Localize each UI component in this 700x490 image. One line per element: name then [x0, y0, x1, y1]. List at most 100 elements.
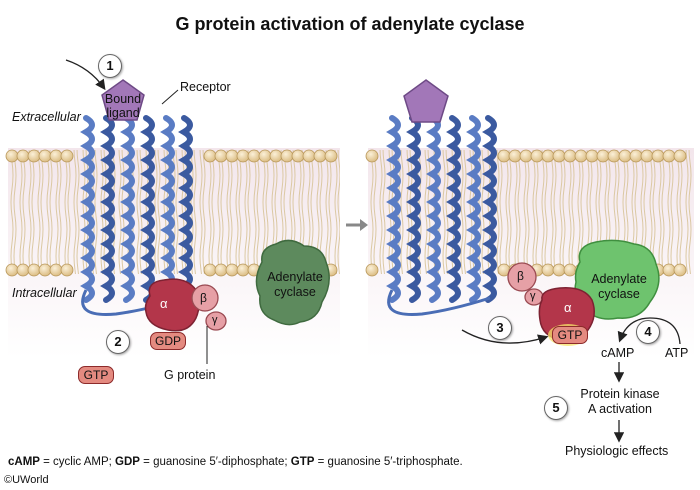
lipid-head [236, 263, 250, 277]
adenylate-cyclase-label-right-line1: Adenylate [591, 272, 647, 286]
protein-kinase-label-line2: A activation [588, 402, 652, 416]
footnote-gtp-abbr: GTP [290, 456, 315, 468]
lipid-head [508, 149, 522, 163]
bound-ligand-label-line2: ligand [106, 106, 140, 120]
lipid-head [214, 149, 228, 163]
lipid-head [541, 149, 555, 163]
lipid-head [574, 149, 588, 163]
abbreviation-footnote: cAMP = cyclic AMP; GDP = guanosine 5′-di… [8, 456, 463, 468]
adenylate-cyclase-inactive [255, 239, 330, 326]
lipid-head [225, 149, 239, 163]
lipid-head [585, 149, 599, 163]
lipid-head [552, 263, 566, 277]
bound-ligand-shape-right [403, 79, 449, 123]
receptor-right [386, 115, 497, 316]
beta-subunit-right [507, 262, 537, 292]
lipid-head [60, 149, 74, 163]
lipid-head [541, 263, 555, 277]
receptor-left [80, 115, 193, 316]
protein-kinase-label-line1: Protein kinase [580, 387, 660, 401]
bound-ligand-label: Bound ligand [102, 92, 144, 120]
camp-label: cAMP [601, 346, 635, 360]
lipid-head [38, 263, 52, 277]
lipid-head [16, 149, 30, 163]
extracellular-label: Extracellular [12, 110, 81, 124]
beta-label-right: β [517, 269, 524, 283]
gtp-free-pill: GTP [78, 366, 114, 384]
receptor-helix [160, 115, 175, 303]
g-protein-label: G protein [164, 368, 216, 382]
lipid-head [596, 149, 610, 163]
receptor-helix [482, 115, 497, 303]
adenylate-cyclase-label-left: Adenylate cyclase [264, 270, 326, 300]
alpha-subunit-left [144, 278, 200, 332]
step-3-badge: 3 [488, 316, 512, 340]
step-5-badge: 5 [544, 396, 568, 420]
lipid-head [662, 263, 676, 277]
lipid-head [629, 149, 643, 163]
lipid-head [27, 263, 41, 277]
beta-label-left: β [200, 291, 207, 305]
lipid-head [5, 263, 19, 277]
receptor-helix [80, 115, 95, 303]
gamma-subunit-left [205, 311, 227, 331]
lipid-head [497, 149, 511, 163]
lipid-head [5, 149, 19, 163]
receptor-helix [426, 115, 441, 303]
receptor-label: Receptor [180, 80, 231, 94]
adenylate-cyclase-label-right: Adenylate cyclase [586, 272, 652, 302]
lipid-head [280, 149, 294, 163]
receptor-helix [140, 115, 155, 303]
lipid-head [49, 149, 63, 163]
gamma-label-right: γ [530, 290, 536, 302]
lipid-head [27, 149, 41, 163]
lipid-head [247, 149, 261, 163]
lipid-head [673, 149, 687, 163]
bound-ligand-label-line1: Bound [104, 92, 142, 106]
gtp-bound-pill: GTP [552, 326, 588, 344]
adenylate-cyclase-label-left-line1: Adenylate [267, 270, 323, 284]
receptor-helix [100, 115, 115, 303]
receptor-helix [466, 115, 481, 303]
footnote-camp-abbr: cAMP [8, 456, 40, 468]
lipid-head [16, 263, 30, 277]
right-panel [365, 148, 694, 358]
lipid-head [258, 149, 272, 163]
footnote-gtp-def: = guanosine 5′-triphosphate. [314, 456, 463, 468]
adenylate-cyclase-label-right-line2: cyclase [598, 287, 640, 301]
adenylate-cyclase-label-left-line2: cyclase [274, 285, 316, 299]
step-2-badge: 2 [106, 330, 130, 354]
footnote-gdp-def: = guanosine 5′-diphosphate; [139, 456, 291, 468]
lipid-head [203, 263, 217, 277]
lipid-head [236, 149, 250, 163]
ligand-binding-arrow [65, 59, 106, 91]
receptor-loop [387, 289, 491, 316]
protein-kinase-label: Protein kinase A activation [572, 387, 668, 417]
gdp-pill: GDP [150, 332, 186, 350]
membrane-heads-left-top [5, 149, 338, 163]
intracellular-label: Intracellular [12, 286, 77, 300]
alpha-label-right: α [564, 300, 572, 315]
lipid-head [662, 149, 676, 163]
lipid-head [324, 149, 338, 163]
lipid-head [302, 149, 316, 163]
receptor-helix [178, 115, 193, 303]
physiologic-effects-label: Physiologic effects [565, 444, 669, 458]
lipid-head [269, 149, 283, 163]
lipid-head [60, 263, 74, 277]
footnote-camp-def: = cyclic AMP; [39, 456, 116, 468]
lipid-head [673, 263, 687, 277]
receptor-helix [406, 115, 421, 303]
diagram-title: G protein activation of adenylate cyclas… [175, 14, 525, 34]
lipid-head [49, 263, 63, 277]
copyright-notice: ©UWorld [4, 474, 49, 486]
receptor-pointer [161, 89, 179, 105]
beta-subunit-left [191, 284, 219, 312]
atp-label: ATP [665, 346, 689, 360]
footnote-gdp-abbr: GDP [115, 456, 140, 468]
lipid-head [225, 263, 239, 277]
gtp-exchange-arrow [461, 329, 549, 345]
bound-ligand-shape-left [101, 79, 145, 121]
receptor-helix [120, 115, 135, 303]
